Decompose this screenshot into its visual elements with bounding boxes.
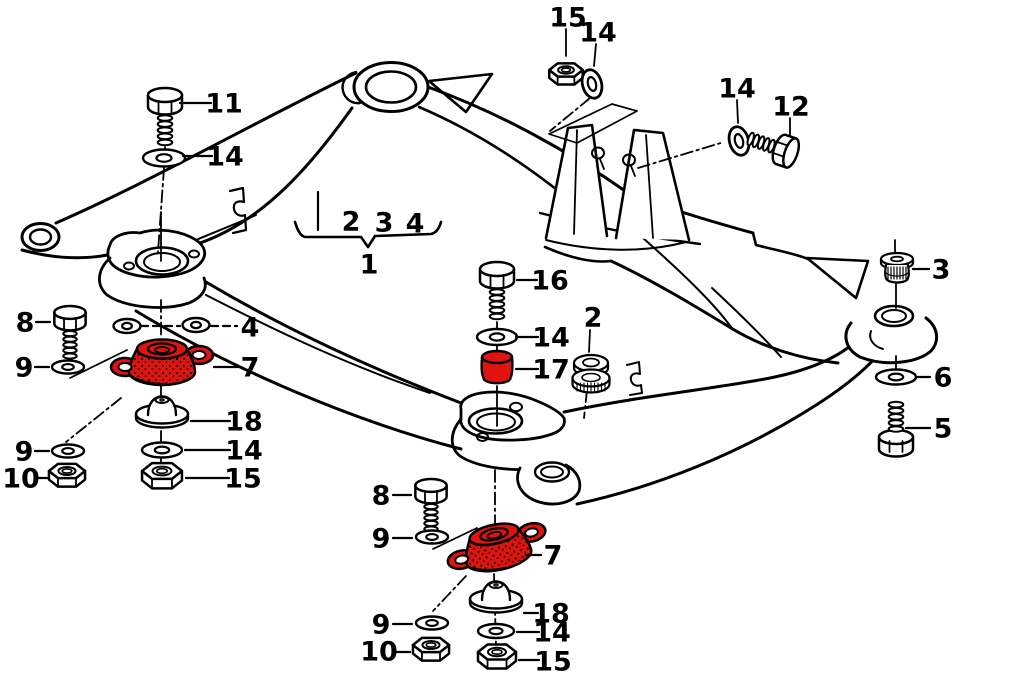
callout-9: 9	[15, 437, 51, 468]
callout-label-18: 18	[225, 407, 263, 438]
part-washer-14-center	[475, 327, 519, 347]
part-bolt-16	[478, 260, 516, 321]
callout-label-15: 15	[549, 3, 587, 34]
callout-17: 17	[514, 355, 570, 386]
part-nut-10-bottom	[411, 636, 451, 662]
subframe-artwork	[20, 61, 939, 506]
callout-9: 9	[372, 610, 414, 641]
callout-10: 10	[360, 637, 412, 668]
callout-label-11: 11	[205, 89, 243, 120]
part-washer-9-bottom-lower	[414, 615, 450, 631]
part-bolt-8-bottom	[414, 477, 448, 533]
callout-label-5: 5	[934, 414, 953, 445]
callout-label-14: 14	[533, 618, 571, 649]
group-callout-label-2: 2	[342, 207, 361, 238]
callout-18: 18	[522, 599, 570, 630]
callout-5: 5	[904, 414, 953, 445]
part-bolt-12	[746, 131, 801, 169]
callout-9: 9	[15, 353, 51, 384]
part-washer-6	[874, 368, 918, 386]
callout-2: 2	[584, 303, 603, 334]
callout-label-14: 14	[206, 142, 244, 173]
part-washer-4-left	[112, 317, 142, 335]
callout-label-18: 18	[532, 599, 570, 630]
part-bolt-8-left	[53, 304, 87, 360]
callout-label-14: 14	[579, 18, 617, 49]
callout-15: 15	[517, 647, 572, 678]
part-washer-9-left-upper	[50, 359, 86, 375]
callout-label-8: 8	[372, 481, 391, 512]
part-washer-14-top	[580, 68, 604, 100]
part-bolt-5	[877, 400, 915, 458]
callout-14: 14	[183, 436, 263, 467]
callout-11: 11	[178, 89, 243, 120]
callout-3: 3	[911, 255, 951, 286]
callout-14: 14	[579, 18, 617, 49]
part-damper-18-left	[134, 395, 190, 429]
callout-15: 15	[184, 464, 262, 495]
group-callout-label-3: 3	[375, 208, 394, 239]
part-bushing-17-red	[480, 349, 514, 385]
callout-9: 9	[372, 524, 414, 555]
part-washer-9-left-lower	[50, 443, 86, 459]
callout-label-9: 9	[372, 524, 391, 555]
callout-18: 18	[189, 407, 263, 438]
callout-label-8: 8	[16, 308, 35, 339]
callout-15: 15	[549, 3, 587, 34]
callout-14: 14	[515, 618, 571, 649]
hardware-parts	[47, 62, 918, 670]
callout-label-12: 12	[772, 92, 810, 123]
callout-14: 14	[181, 142, 244, 173]
callout-label-17: 17	[532, 355, 570, 386]
part-mount-7-left-red	[109, 338, 215, 387]
part-nut-15-bottom	[476, 643, 518, 670]
callout-6: 6	[915, 363, 953, 394]
part-bushing-2	[571, 353, 611, 394]
group-callout-main-1: 1	[360, 250, 379, 281]
callout-14: 14	[718, 74, 756, 105]
part-nut-15-left	[140, 461, 184, 490]
callout-16: 16	[515, 266, 569, 297]
callout-label-10: 10	[360, 637, 398, 668]
callout-12: 12	[772, 92, 810, 123]
callout-label-16: 16	[531, 266, 569, 297]
part-bushing-3	[879, 251, 915, 284]
callout-4: 4	[139, 313, 260, 344]
callout-label-7: 7	[544, 541, 563, 572]
group-callout-label-4: 4	[406, 209, 425, 240]
callout-label-9: 9	[15, 353, 34, 384]
part-mount-7-bottom-red	[446, 521, 547, 573]
part-washer-4-right	[181, 316, 211, 334]
callout-label-14: 14	[718, 74, 756, 105]
callout-label-10: 10	[2, 464, 40, 495]
part-damper-18-bottom	[468, 580, 524, 614]
part-washer-14-bottom	[476, 622, 516, 640]
part-washer-9-bottom-upper	[414, 529, 450, 545]
callout-7: 7	[524, 541, 563, 572]
callout-label-14: 14	[532, 323, 570, 354]
callout-label-15: 15	[534, 647, 572, 678]
callout-label-9: 9	[15, 437, 34, 468]
callout-label-3: 3	[932, 255, 951, 286]
callout-8: 8	[16, 308, 52, 339]
callout-label-2: 2	[584, 303, 603, 334]
part-nut-10-left	[47, 462, 87, 488]
callout-label-14: 14	[225, 436, 263, 467]
callout-label-9: 9	[372, 610, 391, 641]
part-washer-14-upper-left	[141, 148, 187, 168]
callout-label-7: 7	[241, 353, 260, 384]
callout-10: 10	[2, 464, 51, 495]
callout-label-15: 15	[224, 464, 262, 495]
callout-label-6: 6	[934, 363, 953, 394]
callout-7: 7	[212, 353, 260, 384]
callout-8: 8	[372, 481, 413, 512]
callout-label-4: 4	[241, 313, 260, 344]
part-bolt-11	[146, 86, 184, 147]
callout-14: 14	[514, 323, 570, 354]
part-washer-14-left-lower	[140, 441, 184, 459]
part-nut-15-top	[548, 62, 584, 86]
callouts: 1114151414121614172365894718141591089718…	[2, 3, 952, 678]
